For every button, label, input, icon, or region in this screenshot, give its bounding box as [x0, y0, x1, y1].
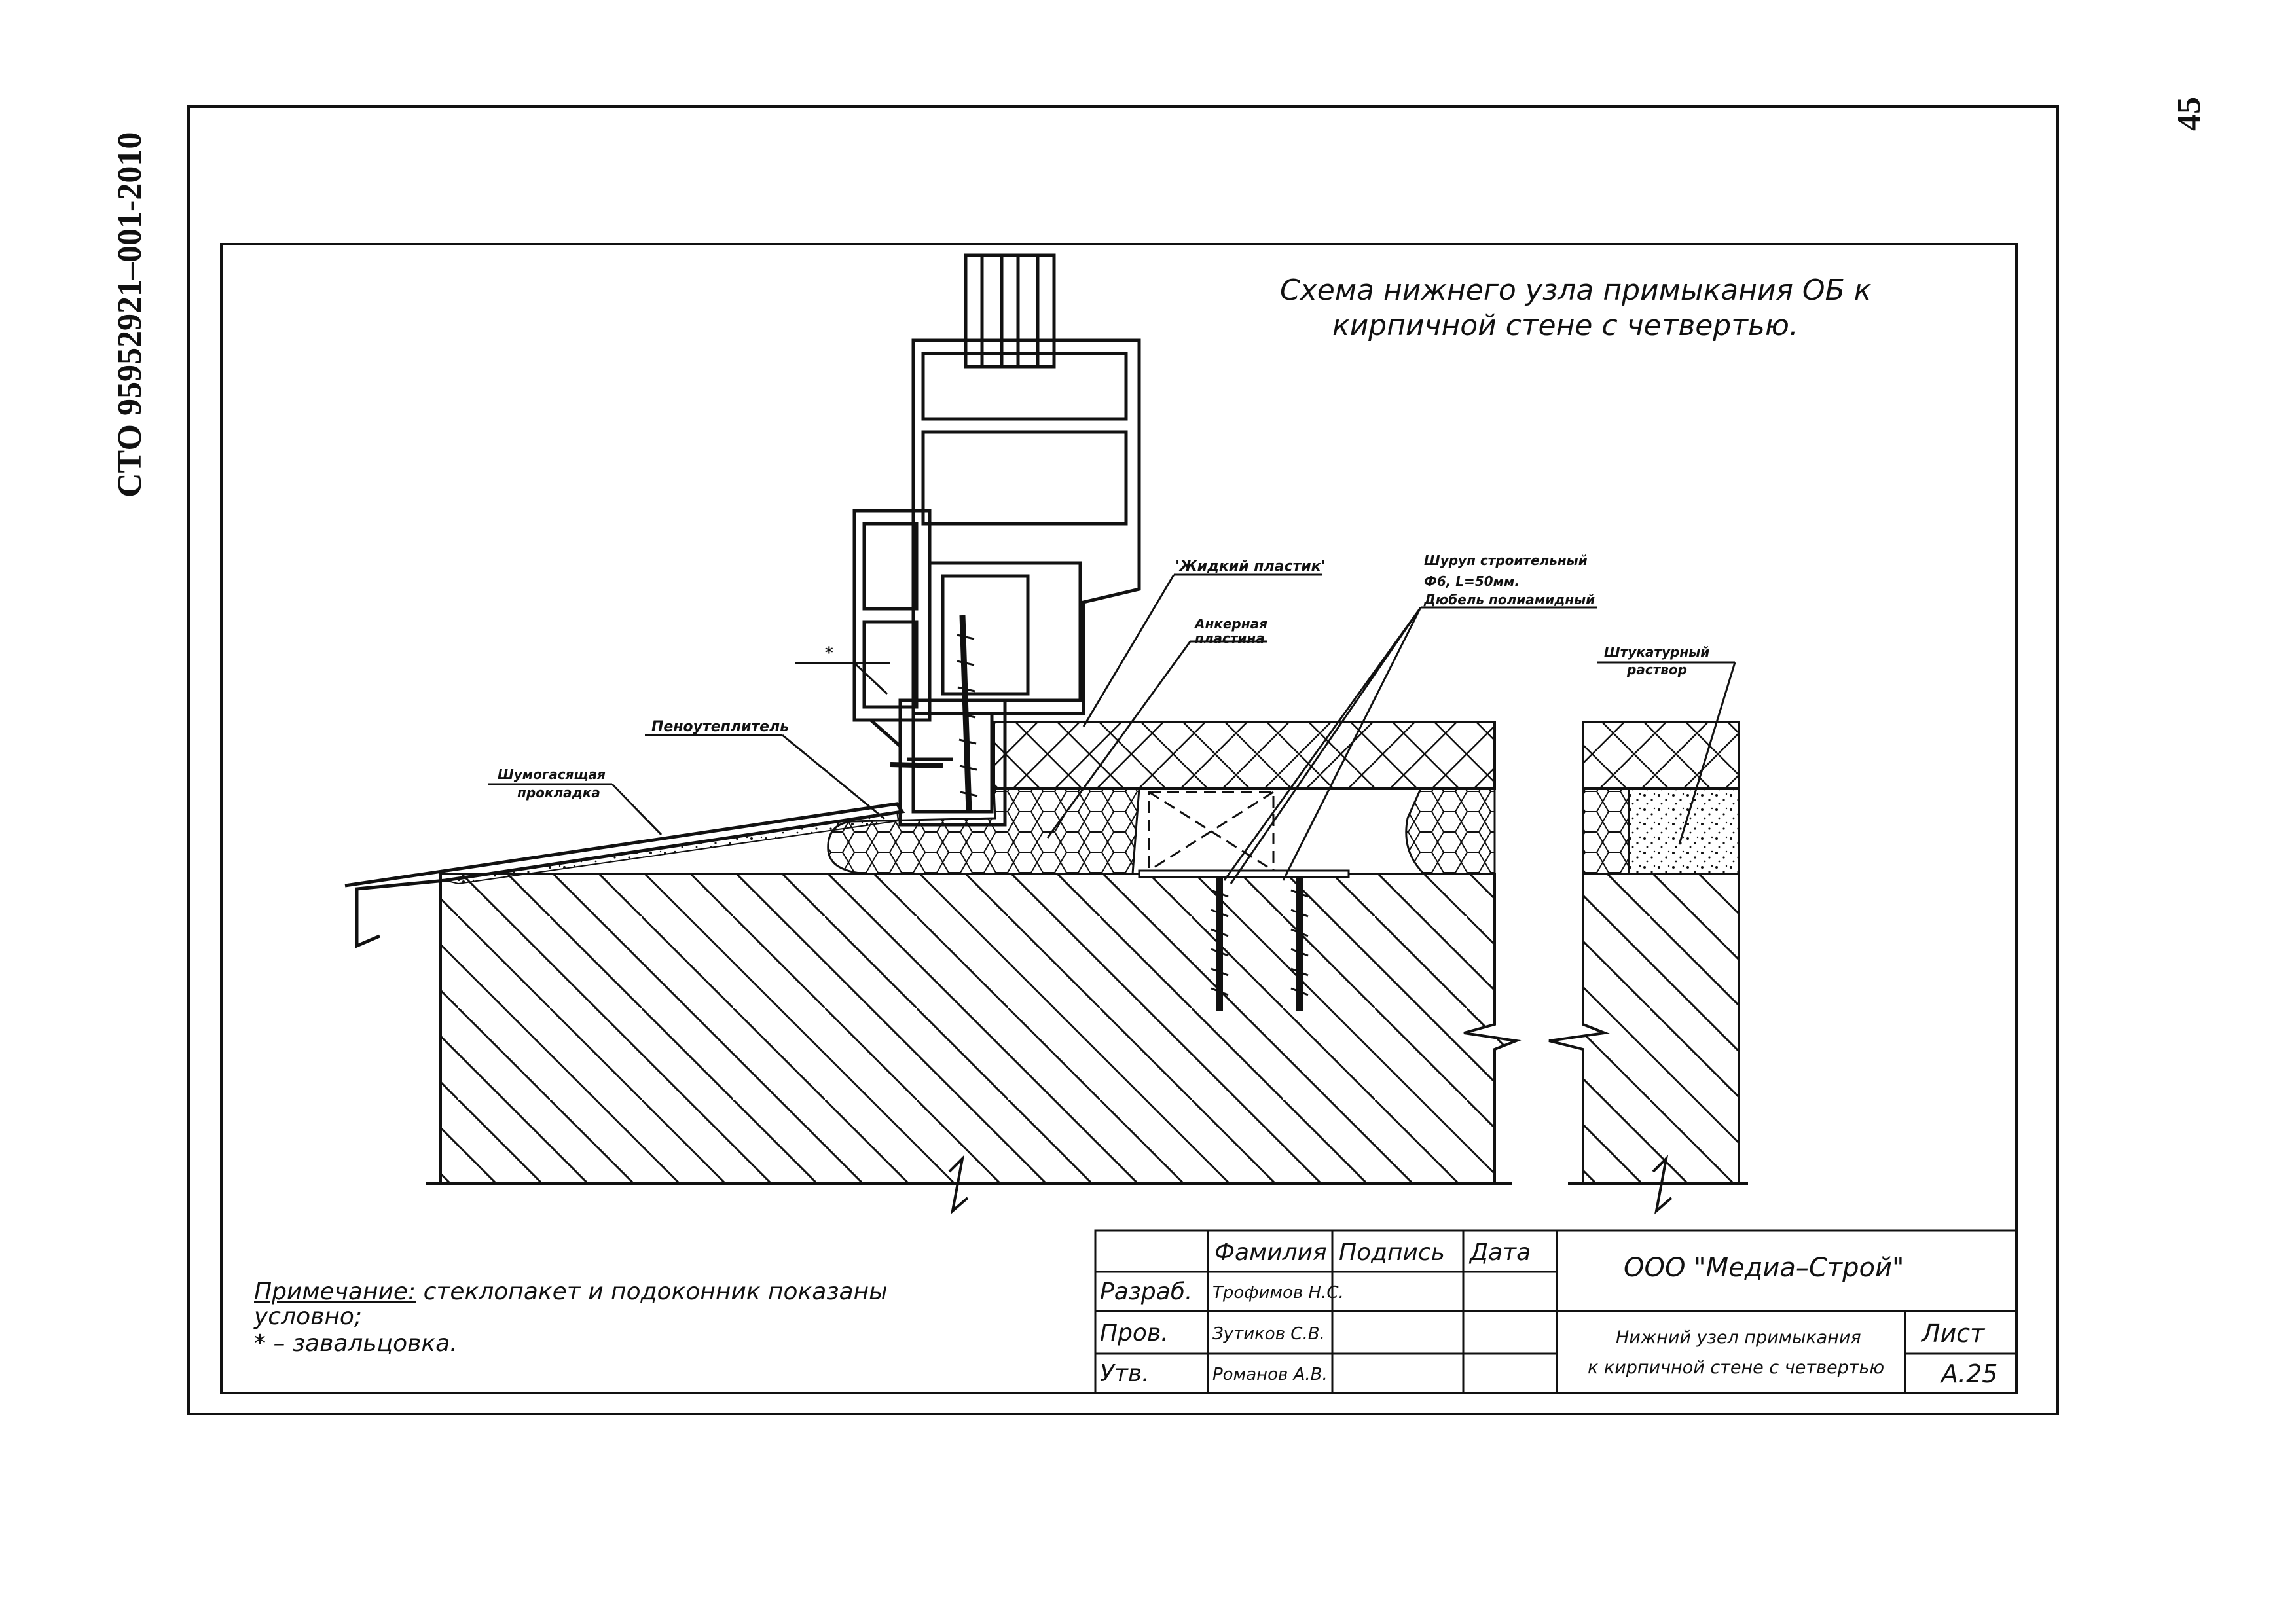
label-screw-line2: Ф6, L=50мм. [1424, 573, 1520, 589]
note-line1: стеклопакет и подоконник показаны [416, 1278, 887, 1305]
tb-name-developer: Трофимов Н.С. [1212, 1283, 1344, 1303]
tb-header-signature: Подпись [1339, 1239, 1445, 1266]
drawing-title-line2: кирпичной стене с четвертью. [1332, 309, 1798, 342]
tb-company: ООО "Медиа–Строй" [1624, 1253, 1904, 1283]
anchor-zone [1138, 791, 1350, 878]
label-plaster-line2: раствор [1626, 662, 1687, 677]
label-screw-line3: Дюбель полиамидный [1423, 592, 1595, 607]
leader-lines [488, 573, 1736, 884]
note-line3: * – завальцовка. [254, 1330, 458, 1357]
label-foam: Пеноутеплитель [651, 719, 789, 735]
label-damper-line1: Шумогасящая [498, 767, 606, 782]
foam-insulation [827, 787, 1496, 876]
doc-code: СТО 95952921–001-2010 [111, 132, 149, 497]
label-liquid-plastic: 'Жидкий пластик' [1175, 558, 1325, 575]
tb-doc-title-line2: к кирпичной стене с четвертью [1588, 1358, 1884, 1378]
label-anchor-line1: Анкерная [1194, 616, 1267, 632]
tb-sheet-value: А.25 [1939, 1360, 1997, 1388]
note-text-line1: Примечание: стеклопакет и подоконник пок… [254, 1278, 888, 1305]
anchor-screws [1211, 877, 1309, 1011]
tb-role-developer: Разраб. [1100, 1278, 1192, 1305]
label-asterisk: * [825, 643, 833, 662]
tb-role-checker: Пров. [1100, 1320, 1169, 1346]
frame-screw [890, 615, 978, 812]
tb-doc-title-line1: Нижний узел примыкания [1616, 1327, 1861, 1348]
outer-frame [187, 105, 2059, 1415]
label-plaster-line1: Штукатурный [1604, 644, 1709, 660]
plaster-layer [993, 721, 1496, 790]
title-block [1094, 1229, 2018, 1394]
tb-header-date: Дата [1468, 1239, 1531, 1266]
drawing-title-line1: Схема нижнего узла примыкания ОБ к [1280, 274, 1872, 307]
tb-role-approver: Утв. [1100, 1360, 1150, 1387]
label-screw-line1: Шуруп строительный [1424, 552, 1588, 568]
window-sill [344, 802, 905, 948]
label-anchor-line2: пластина [1195, 630, 1265, 646]
label-damper-line2: прокладка [517, 785, 600, 801]
window-profile [852, 253, 1141, 827]
tb-header-surname: Фамилия [1214, 1239, 1327, 1266]
tb-name-approver: Романов А.В. [1212, 1365, 1328, 1384]
brick-wall [426, 873, 1522, 1215]
brick-wall-right [1548, 873, 1748, 1215]
note-label: Примечание: [254, 1278, 416, 1305]
note-line2: условно; [253, 1303, 362, 1330]
foam-insert-right [1582, 787, 1630, 875]
tb-sheet-label: Лист [1920, 1319, 1986, 1348]
page-number: 45 [2170, 97, 2208, 131]
plaster-layer-right [1582, 721, 1740, 790]
tb-name-checker: Зутиков С.В. [1212, 1324, 1325, 1344]
